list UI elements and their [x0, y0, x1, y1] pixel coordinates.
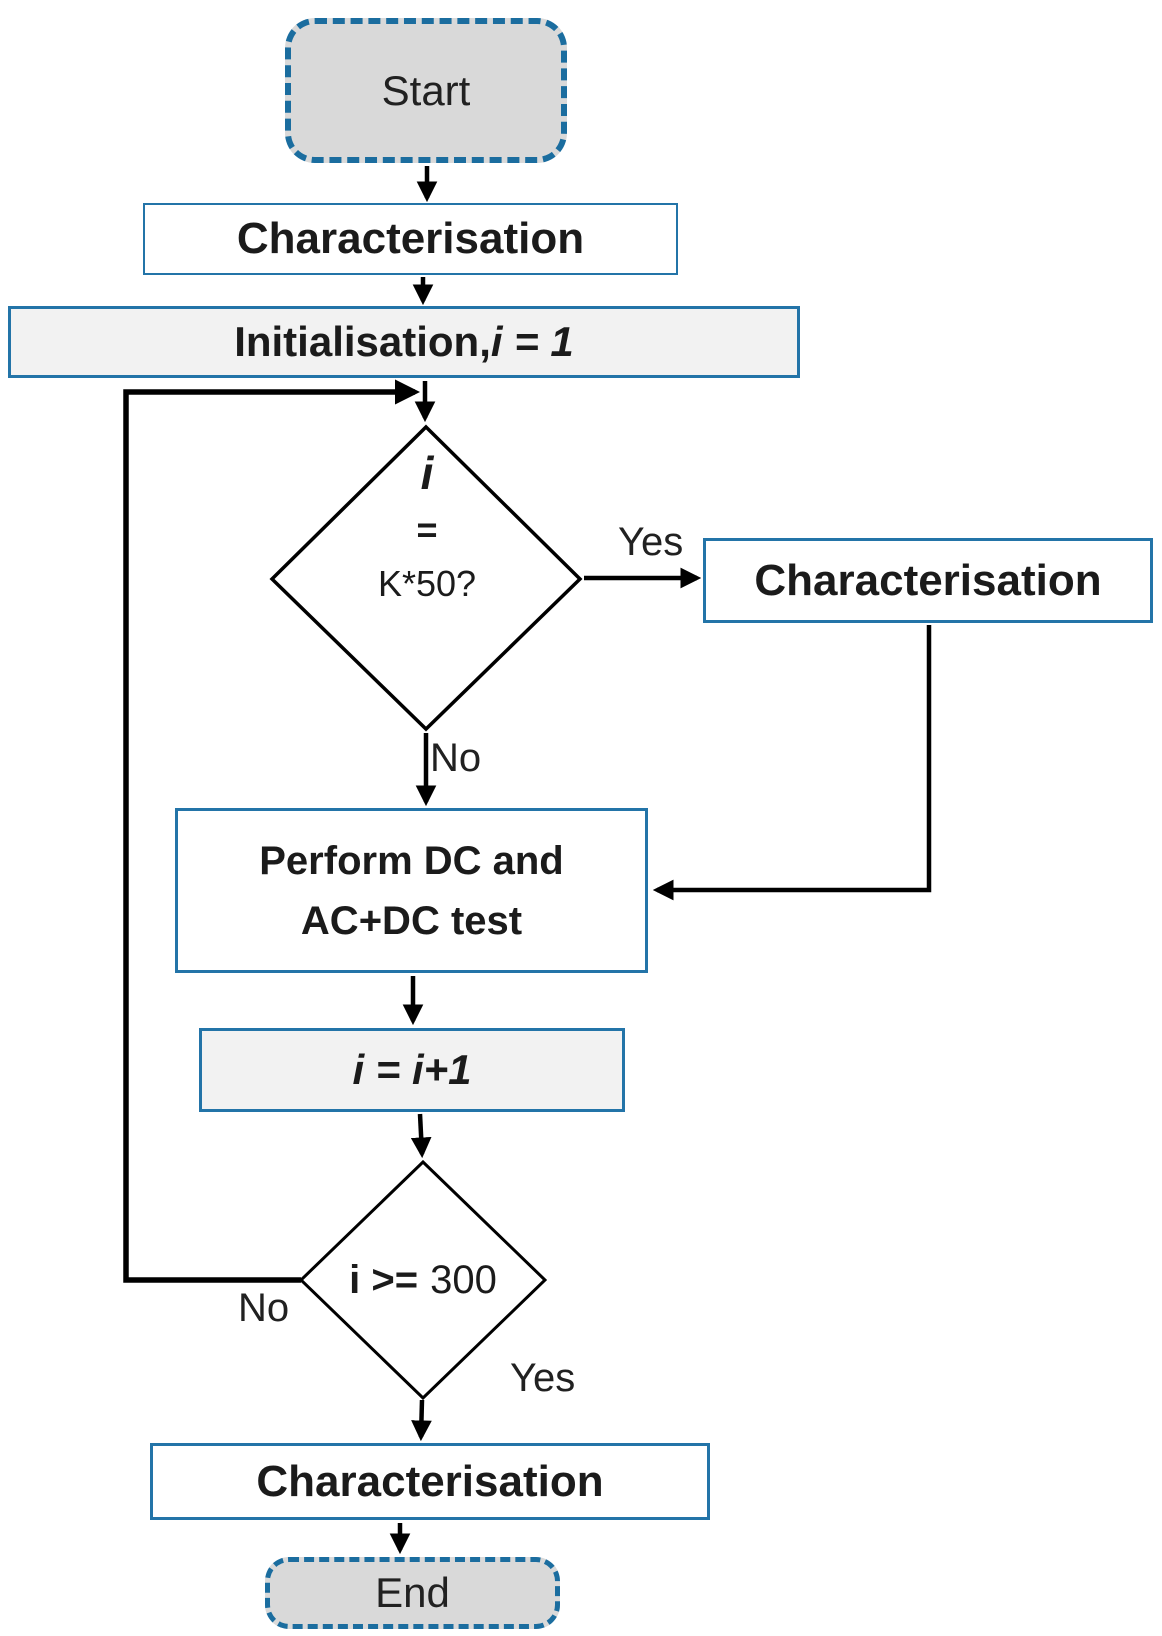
decision-i-gte-300: i >=300 [299, 1160, 547, 1400]
perform-test-label: Perform DC and AC+DC test [259, 831, 564, 951]
decision2-value: 300 [430, 1258, 497, 1302]
decision2-text: i >=300 [299, 1160, 547, 1400]
perform-test-line2: AC+DC test [300, 898, 523, 943]
edge-label-no-decision1: No [430, 736, 482, 780]
characterisation-3-label: Characterisation [256, 1456, 604, 1506]
decision1-line2: = [416, 509, 438, 550]
decision1-line3: K*50? [377, 563, 477, 604]
perform-test-line1: Perform DC and [259, 838, 564, 883]
edge-label-no-decision2: No [238, 1286, 290, 1330]
characterisation-box-2: Characterisation [703, 538, 1153, 623]
start-label: Start [381, 66, 471, 114]
decision2-condition: i >= [349, 1258, 419, 1302]
initialisation-label: Initialisation, [234, 318, 491, 365]
characterisation-box-1: Characterisation [143, 203, 678, 275]
end-label: End [375, 1569, 450, 1616]
start-terminal: Start [285, 18, 567, 163]
edge-label-yes-decision1: Yes [618, 520, 684, 564]
increment-label: i = i+1 [352, 1046, 472, 1093]
initialisation-box: Initialisation, i = 1 [8, 306, 800, 378]
perform-test-box: Perform DC and AC+DC test [175, 808, 648, 973]
characterisation-2-label: Characterisation [754, 555, 1102, 605]
characterisation-1-label: Characterisation [236, 214, 585, 263]
decision1-text: i = K*50? [269, 424, 585, 732]
decision2-shape [299, 1160, 547, 1400]
end-terminal: End [265, 1557, 560, 1629]
connector-characterisation2-to-perform [652, 625, 932, 901]
connector-decision2-yes-to-characterisation3 [411, 1399, 432, 1442]
decision1-line1: i [420, 447, 434, 499]
decision-i-equals-k50: i = K*50? [269, 424, 585, 732]
initialisation-variable: i = 1 [490, 318, 574, 365]
connector-increment-to-decision2 [410, 1113, 432, 1159]
decision1-shape [269, 424, 583, 732]
edge-label-yes-decision2: Yes [510, 1356, 576, 1400]
increment-box: i = i+1 [199, 1028, 625, 1112]
characterisation-box-3: Characterisation [150, 1443, 710, 1520]
